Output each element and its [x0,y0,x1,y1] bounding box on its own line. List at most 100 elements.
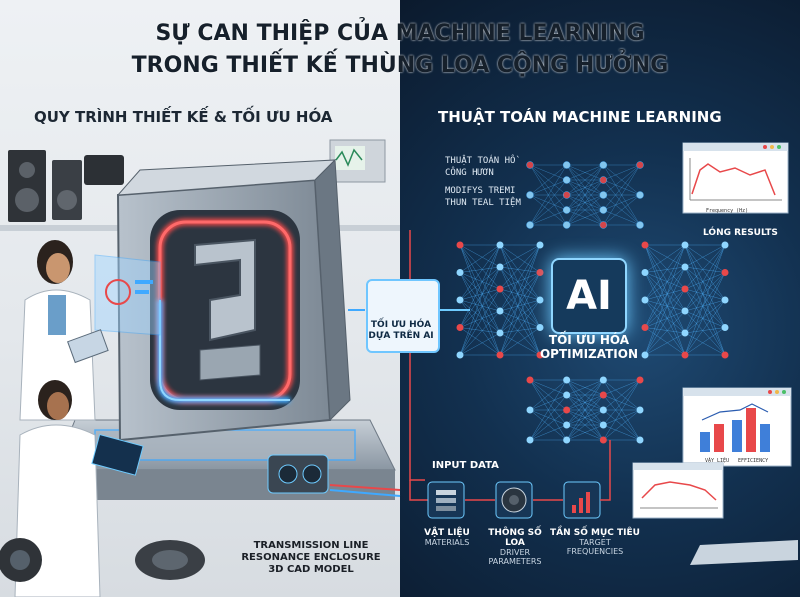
cad-caption-line-2: RESONANCE ENCLOSURE [241,552,381,563]
note-line-4: THUN TEAL TIỆM [445,198,521,208]
input-driver-parameters: THÔNG SỐ LOA DRIVER PARAMETERS [478,528,552,566]
network-edge [499,272,541,312]
network-edge [684,244,726,328]
network-node [562,161,571,169]
network-edge [459,272,501,334]
network-edge [459,272,501,312]
network-edge [684,266,726,273]
network-edge [499,299,541,356]
ai-optimization-box [366,279,440,353]
network-edge [529,379,567,441]
network-edge [459,266,501,301]
network-edge [529,164,567,196]
network-edge [644,266,686,273]
network-edge [684,272,726,290]
network-node [496,307,504,315]
network-edge [529,179,567,196]
network-edge [529,424,567,441]
network-node [599,221,608,229]
neural-network-bottom [526,376,644,444]
network-edge [684,299,726,356]
network-edge [459,244,501,290]
network-edge [603,379,641,396]
network-node [563,421,571,429]
network-node [496,241,504,249]
network-node [641,296,649,304]
network-edge [644,299,686,334]
network-edge [684,272,726,356]
network-node [536,351,544,359]
network-edge [684,272,726,334]
network-edge [499,272,541,290]
network-edge [603,379,641,441]
network-node [636,406,644,414]
network-node [636,436,644,444]
network-edge [644,288,686,356]
algorithm-notes: THUẬT TOÁN HỒ CÔNG HƯƠN MODIFYS TREMI TH… [445,155,521,209]
network-edge [529,164,567,181]
network-edge [566,379,604,396]
network-edge [603,409,641,441]
network-edge [499,244,541,328]
network-node [526,436,534,444]
network-node [721,296,729,304]
left-section-header: QUY TRÌNH THIẾT KẾ & TỐI ƯU HÓA [34,108,333,126]
note-line-3: MODIFYS TREMI [445,186,516,196]
network-edge [566,194,604,226]
network-edge [499,327,541,334]
ai-optimization-line-1: TỐI ƯU HÓA [370,320,432,330]
network-edge [459,327,501,356]
network-edge [684,244,726,268]
network-edge [684,327,726,334]
network-edge [499,272,541,334]
network-node [562,191,571,199]
network-edge [499,266,541,328]
network-node [599,421,607,429]
network-edge [499,272,541,356]
network-edge [644,244,686,334]
network-edge [459,244,501,301]
network-edge [529,394,567,441]
network-edge [684,288,726,301]
network-edge [459,288,501,356]
network-edge [644,299,686,356]
network-node [721,241,729,249]
input-target-sub: TARGET FREQUENCIES [566,538,624,556]
network-edge [529,209,567,226]
ai-optimization-label: TỐI ƯU HÓA DỰA TRÊN AI [355,320,447,342]
network-edge [459,327,501,334]
network-node [456,324,464,331]
network-edge [644,244,686,328]
network-edge [566,409,604,441]
scientist-standing [19,240,109,421]
network-edge [644,288,686,301]
network-edge [529,409,567,441]
input-materials-sub: MATERIALS [424,538,470,547]
network-node [641,241,649,249]
network-node [599,161,608,169]
cad-caption-line-3: 3D CAD MODEL [268,564,354,575]
network-edge [459,299,501,356]
network-edge [644,327,686,356]
network-edge [459,310,501,328]
network-edge [684,244,726,312]
network-edge [529,179,567,226]
network-edge [644,310,686,356]
network-edge [459,299,501,312]
network-edge [644,244,686,273]
network-node [526,161,534,169]
cad-model-caption: TRANSMISSION LINE RESONANCE ENCLOSURE 3D… [236,540,386,576]
network-node [526,406,534,414]
network-edge [499,288,541,328]
network-edge [459,272,501,290]
network-edge [684,288,726,328]
neural-network-left [456,241,544,359]
network-edge [566,164,604,211]
enclosure-model [116,158,351,442]
network-edge [459,310,501,356]
network-edge [499,266,541,301]
network-edge [459,266,501,273]
network-edge [644,266,686,328]
network-node [562,206,571,214]
